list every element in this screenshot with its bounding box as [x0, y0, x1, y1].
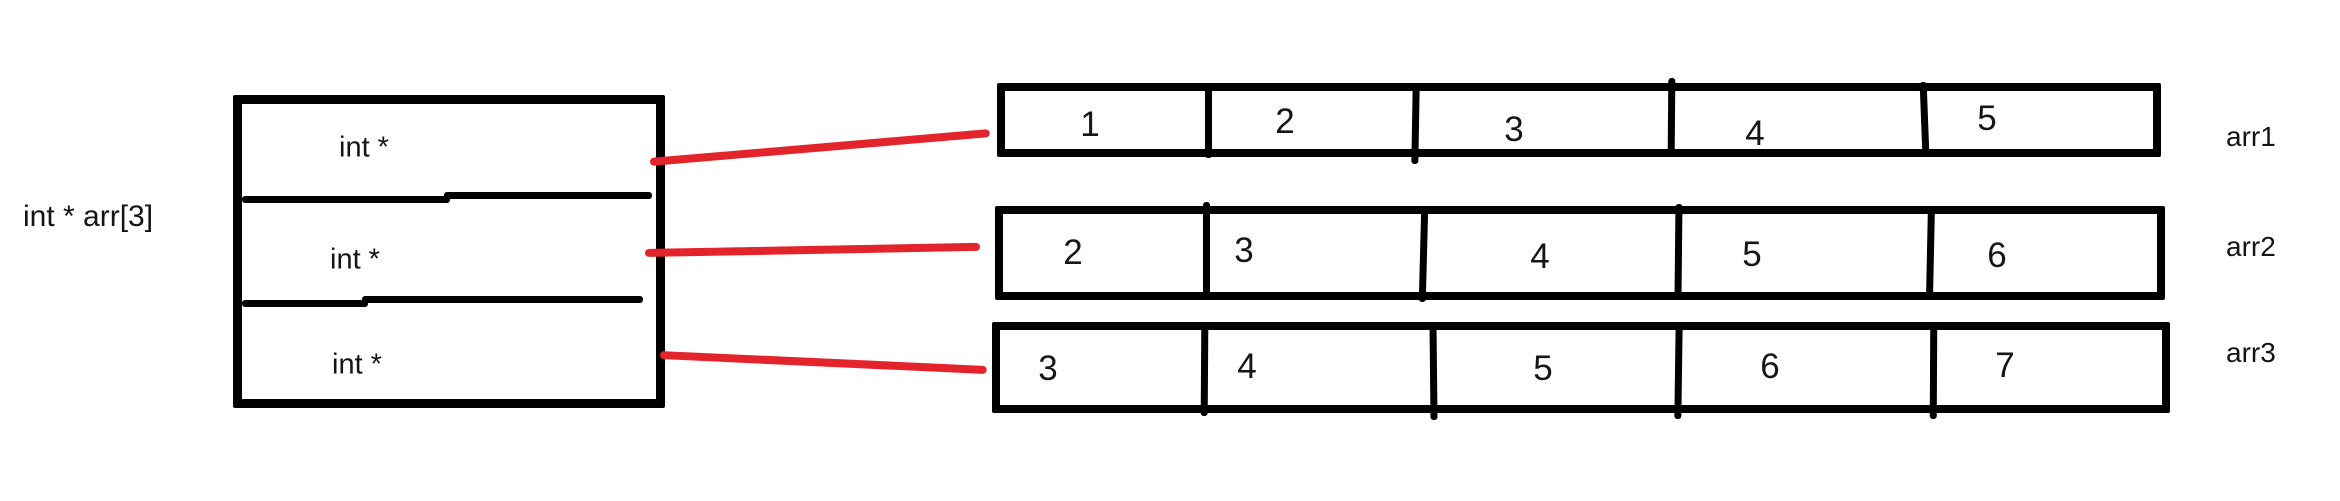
pointer-box-divider — [242, 300, 368, 307]
array-cell-value: 1 — [1080, 105, 1100, 144]
array-label-arr1: arr1 — [2226, 121, 2276, 152]
pointer-cell-1: int * — [330, 243, 380, 276]
array-cell-value: 3 — [1504, 110, 1524, 149]
array-cell-divider — [1428, 322, 1438, 421]
array-cell-value: 5 — [1977, 99, 1997, 138]
pointer-arrow-arr3 — [659, 351, 987, 375]
pointer-box-divider — [362, 296, 643, 303]
array-cell-value: 5 — [1533, 349, 1553, 388]
pointer-array-box: int * int * int * — [233, 95, 665, 408]
array-row-arr3: 3 4 5 6 7 — [992, 322, 2170, 421]
pointer-box-divider — [444, 192, 652, 199]
array-cell-divider — [1919, 81, 1929, 156]
array-cell-divider — [1673, 323, 1683, 420]
array-cell-divider — [1200, 325, 1208, 417]
array-cell-divider — [1418, 206, 1428, 303]
array-cell-value: 3 — [1038, 349, 1058, 388]
pointer-cell-0: int * — [339, 131, 389, 164]
array-label-arr3: arr3 — [2226, 337, 2276, 368]
array-cell-divider — [1929, 325, 1937, 420]
array-cell-divider — [1202, 202, 1210, 296]
array-cell-divider — [1674, 203, 1682, 297]
array-cell-value: 2 — [1063, 233, 1083, 272]
array-row-arr1: 1 2 3 4 5 — [997, 77, 2161, 165]
pointer-arrow-arr1 — [649, 129, 991, 166]
array-row-arr2: 2 3 4 5 6 — [995, 202, 2165, 303]
array-cell-divider — [1667, 77, 1675, 156]
array-cell-divider — [1204, 87, 1212, 158]
array-label-arr2: arr2 — [2226, 231, 2276, 262]
array-cell-value: 7 — [1995, 346, 2015, 385]
array-cell-value: 4 — [1745, 114, 1765, 153]
pointer-arrow-arr2 — [644, 242, 981, 257]
array-cell-divider — [1925, 205, 1935, 297]
array-cell-value: 6 — [1760, 347, 1780, 386]
array-cell-divider — [1410, 86, 1420, 165]
array-cell-value: 6 — [1987, 236, 2007, 275]
array-cell-value: 5 — [1742, 235, 1762, 274]
declaration-label: int * arr[3] — [23, 200, 154, 233]
pointer-cell-2: int * — [332, 348, 382, 381]
array-cell-value: 4 — [1530, 237, 1550, 276]
array-cell-value: 4 — [1237, 347, 1257, 386]
pointer-box-divider — [242, 196, 450, 203]
array-cell-value: 2 — [1275, 102, 1295, 141]
array-cell-value: 3 — [1234, 231, 1254, 270]
